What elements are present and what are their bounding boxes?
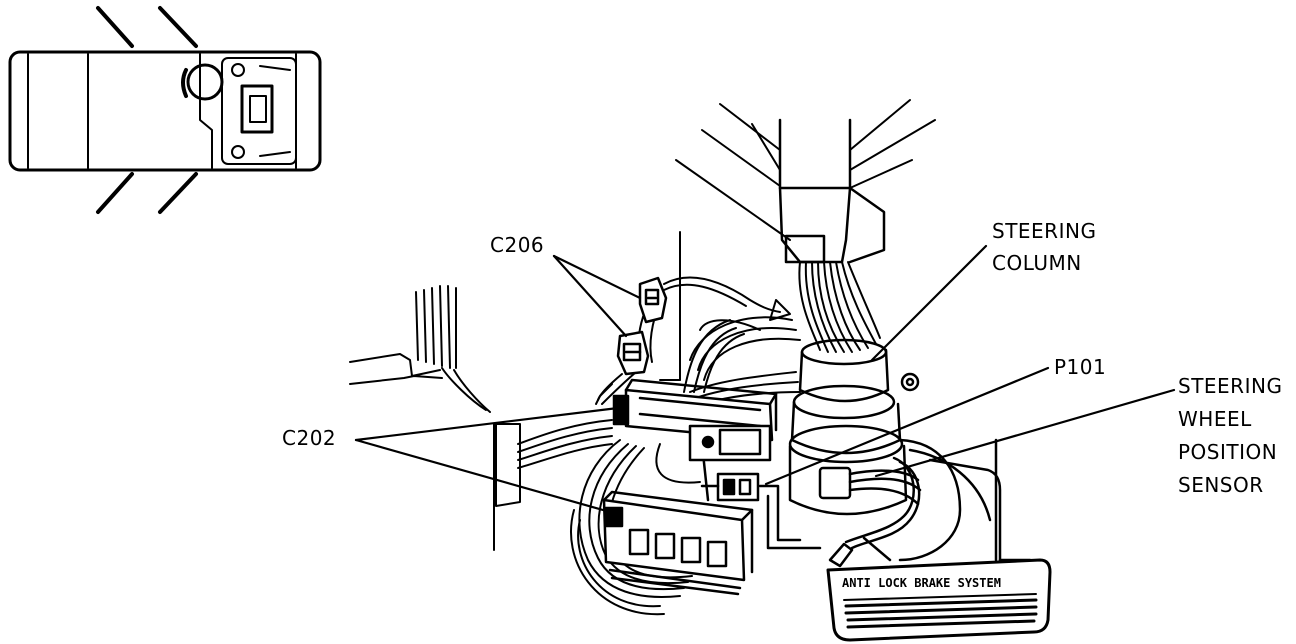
label-steering-column-line1: STEERING — [992, 219, 1096, 243]
leader-c202-a — [354, 406, 620, 442]
leader-p101 — [764, 366, 1050, 486]
label-steering-column-line2: COLUMN — [992, 251, 1082, 275]
label-c202: C202 — [282, 426, 336, 450]
connector-c206 — [616, 276, 668, 376]
vehicle-locator-icon — [8, 6, 322, 214]
leader-sensor — [874, 388, 1176, 478]
label-sensor-line2: WHEEL — [1178, 407, 1252, 431]
label-sensor-line1: STEERING — [1178, 374, 1282, 398]
dash-structure — [349, 231, 681, 551]
pedal-bracket — [758, 438, 1032, 562]
brake-pedal: ANTI LOCK BRAKE SYSTEM — [826, 536, 1052, 642]
leader-c206-a — [552, 254, 642, 300]
leader-c202-b — [354, 438, 612, 514]
leader-c206-b — [552, 254, 628, 338]
steering-column-tube — [788, 338, 992, 562]
upper-wire-bundle — [689, 261, 881, 381]
connector-c202-upper — [612, 378, 778, 462]
connector-c202-lower — [602, 490, 754, 596]
label-sensor-line3: POSITION — [1178, 440, 1277, 464]
steering-column-housing — [675, 99, 936, 264]
label-p101: P101 — [1054, 355, 1106, 379]
connector-p101 — [700, 472, 760, 502]
label-c206: C206 — [490, 233, 544, 257]
pedal-abs-text: ANTI LOCK BRAKE SYSTEM — [842, 576, 1001, 590]
leader-steering-column — [870, 244, 988, 362]
label-sensor-line4: SENSOR — [1178, 473, 1264, 497]
leader-lines — [354, 244, 1176, 514]
